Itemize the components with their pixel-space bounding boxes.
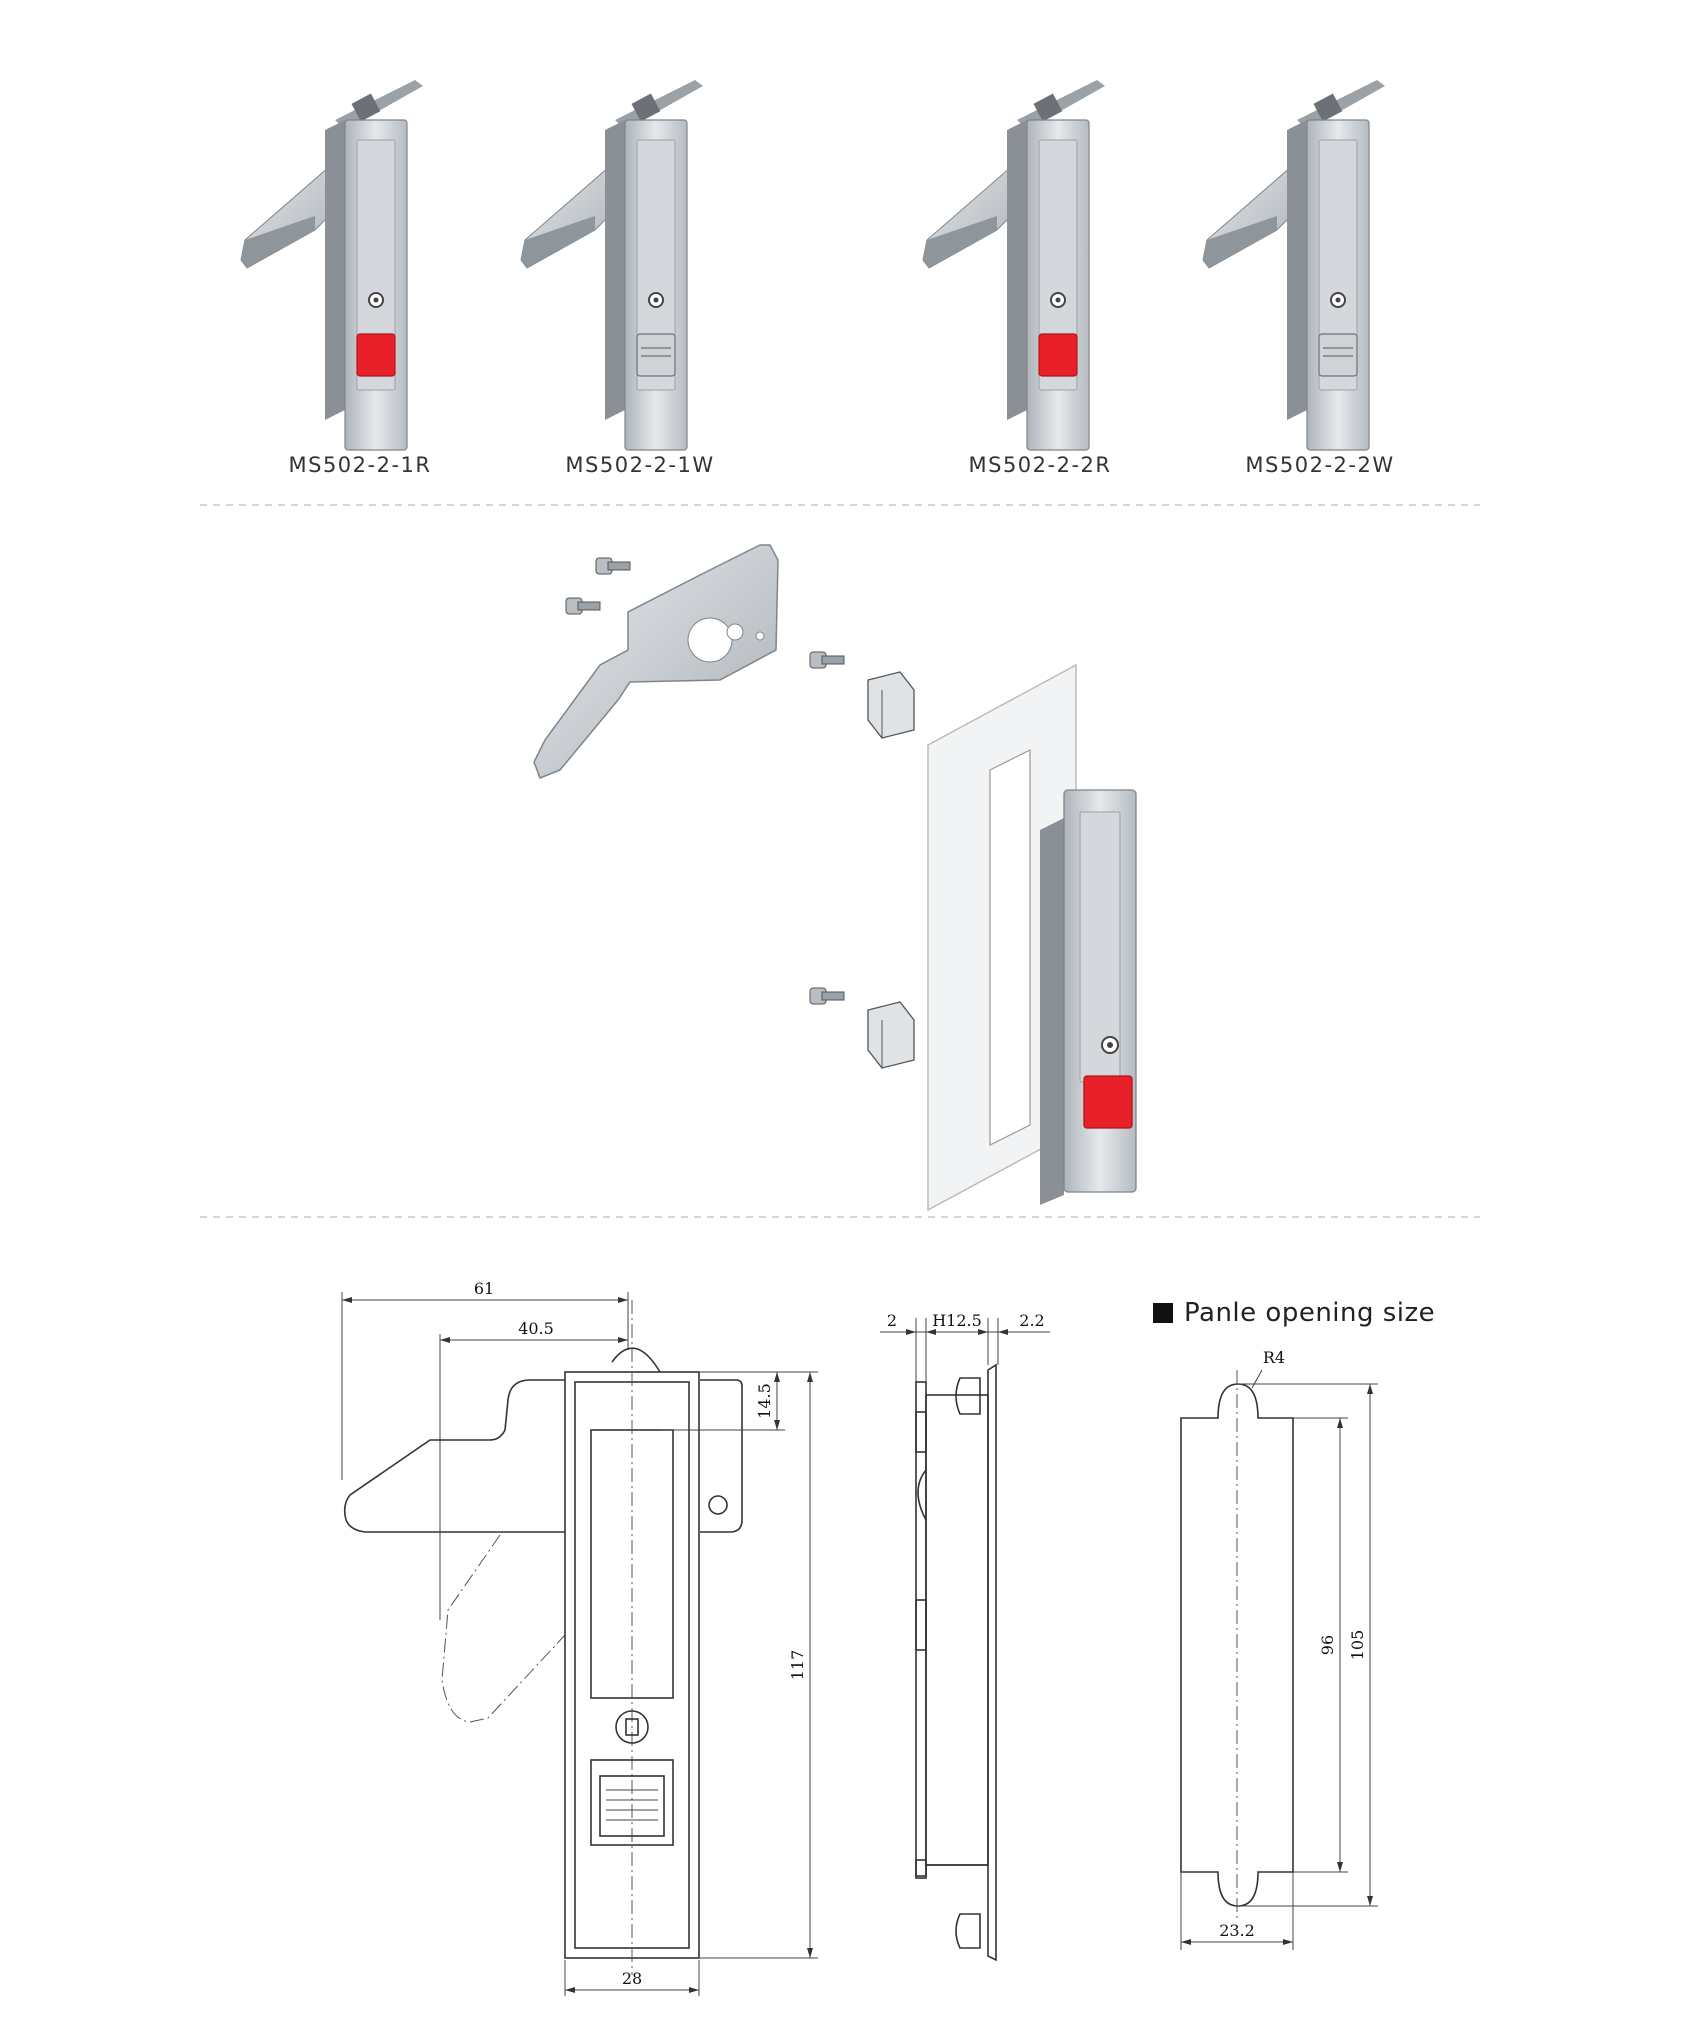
panel-opening-heading: Panle opening size [1184,1298,1435,1328]
latch-body [1040,789,1137,1205]
dim-side-left: 2 [887,1311,897,1330]
dim-width-total: 61 [474,1279,494,1298]
product-image-2w [1202,79,1386,451]
dim-side-depth: H12.5 [932,1311,982,1330]
screw-icon [809,651,845,669]
dim-inner-height: 96 [1318,1635,1337,1655]
model-label-1w: MS502-2-1W [565,453,714,477]
dim-height: 117 [788,1650,807,1681]
grey-push-button [1318,333,1358,377]
dim-width-handle: 40.5 [518,1319,554,1338]
model-label-2r: MS502-2-2R [969,453,1112,477]
product-row: MS502-2-1R MS502-2-1W MS502-2-2R MS502-2… [240,79,1394,477]
screw-icon [809,987,845,1005]
screw-icon [595,557,631,575]
dim-opening-width: 23.2 [1219,1921,1255,1940]
dim-outer-height: 105 [1348,1630,1367,1661]
red-push-button [1038,333,1078,377]
panel-opening-drawing: Panle opening size R4 96 105 23.2 [1153,1298,1435,1950]
dim-body-width: 28 [622,1969,642,1988]
grey-push-button [636,333,676,377]
lever-plate [533,544,779,779]
door-panel [927,663,1077,1212]
side-view-drawing: 2 H12.5 2.2 [880,1311,1050,1962]
product-image-1w [520,79,704,451]
red-push-button [356,333,396,377]
square-bullet-icon [1153,1303,1173,1323]
red-push-button [1083,1075,1133,1129]
exploded-view [533,544,1137,1212]
model-label-2w: MS502-2-2W [1245,453,1394,477]
product-image-1r [240,79,424,451]
mounting-clip [867,1001,915,1069]
screw-icon [565,597,601,615]
product-image-2r [922,79,1106,451]
mounting-clip [867,671,915,739]
dim-offset: 14.5 [755,1383,774,1419]
front-view-drawing: 61 40.5 14.5 [341,1279,818,1996]
dim-radius: R4 [1263,1348,1285,1367]
dim-side-right: 2.2 [1019,1311,1044,1330]
model-label-1r: MS502-2-1R [289,453,432,477]
